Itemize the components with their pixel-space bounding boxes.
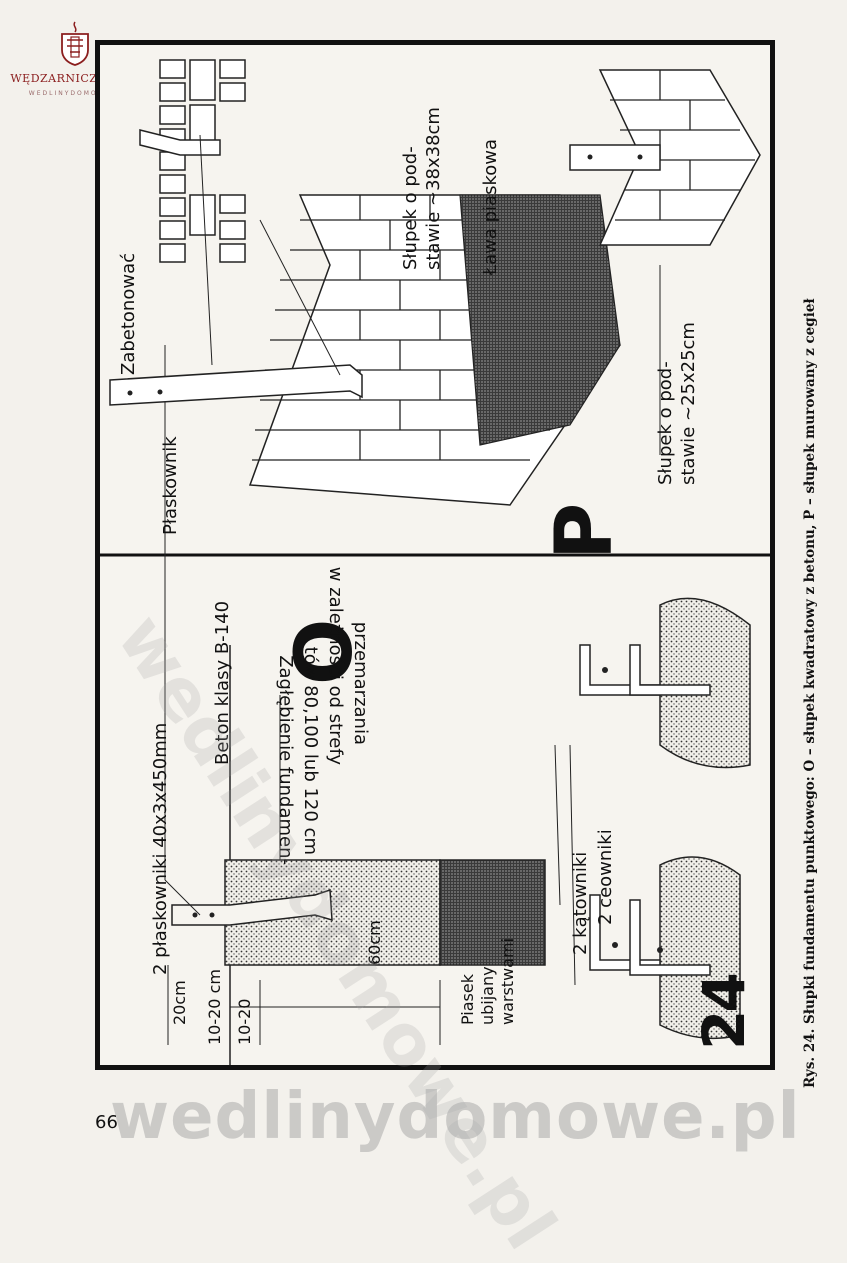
label-angles: 2 kątowniki <box>570 851 591 955</box>
label-depth-4: przemarzania <box>350 621 371 745</box>
label-dim-20: 20cm <box>170 980 189 1025</box>
label-flat-bars: 2 płaskowniki 40x3x450mm <box>150 722 171 975</box>
label-sand-1: Piasek <box>458 974 477 1025</box>
figure-labels: 24 O P 2 płaskowniki 40x3x450mm Beton kl… <box>100 45 770 1065</box>
figure-number: 24 <box>690 975 758 1050</box>
label-post-38-1: Słupek o pod- <box>400 146 421 270</box>
label-sand-3: warstwami <box>498 938 517 1025</box>
logo-site: WEDLINYDOMOWE.PL <box>28 90 127 97</box>
label-flat-bar: Płaskownik <box>160 436 181 535</box>
label-depth-3: w zależności od strefy <box>325 566 346 765</box>
label-to-concrete: Zabetonować <box>118 252 139 375</box>
label-post-25-2: stawie ~25x25cm <box>678 322 699 485</box>
label-dim-10-20-b: 10-20 <box>235 998 254 1046</box>
brick-post-drawing <box>109 59 761 506</box>
panel-p-letter: P <box>540 502 630 560</box>
brick-plan <box>139 59 246 366</box>
label-dim-10-20-a: 10-20 cm <box>205 969 224 1045</box>
label-post-25-1: Słupek o pod- <box>655 361 676 485</box>
label-sand-bench: Ława piaskowa <box>480 138 501 275</box>
label-sand-2: ubijany <box>478 966 497 1025</box>
concrete-post-drawing <box>164 345 751 1065</box>
watermark: wedlinydomowe.pl <box>110 1080 801 1154</box>
label-post-38-2: stawie ~38x38cm <box>423 107 444 270</box>
figure-panel: 24 O P 2 płaskowniki 40x3x450mm Beton kl… <box>95 40 775 1070</box>
page-number: 66 <box>95 1112 118 1133</box>
figure-caption: Rys. 24. Słupki fundamentu punktowego: O… <box>792 28 828 1088</box>
caption-text: Rys. 24. Słupki fundamentu punktowego: O… <box>802 298 818 1088</box>
crest-icon <box>61 21 89 66</box>
figure-drawing <box>100 59 770 1065</box>
label-channels: 2 ceowniki <box>595 829 616 925</box>
